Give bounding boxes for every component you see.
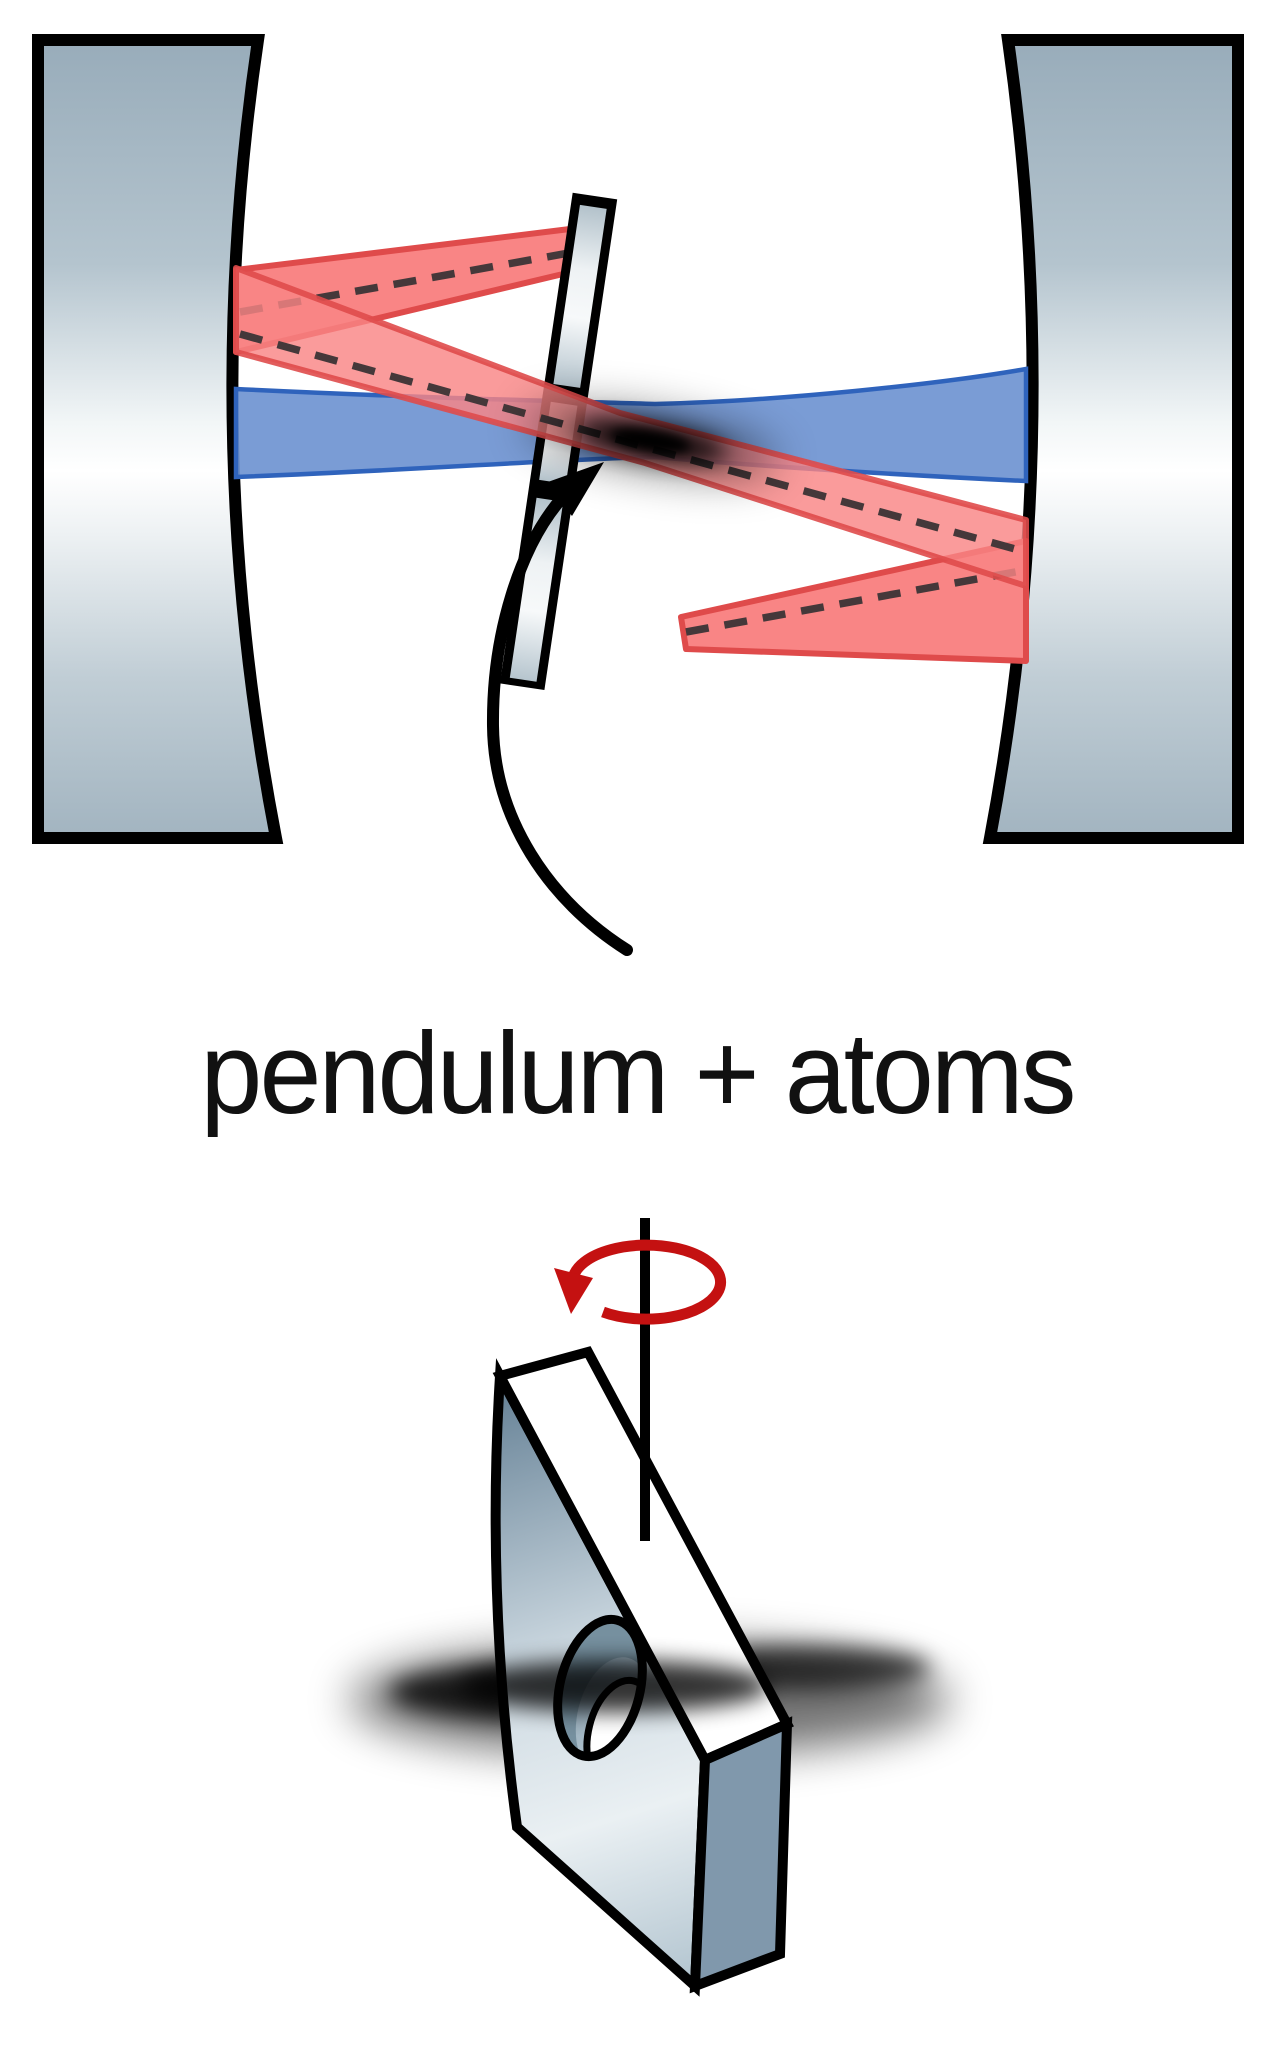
atom-cloud-smudge	[528, 408, 776, 476]
dashed-axis-crossing	[238, 330, 1027, 556]
membrane-segment-top	[553, 204, 607, 388]
membrane-segment-bottom	[509, 497, 564, 682]
caption-arrow-shaft	[486, 492, 633, 956]
rotation-arrow-arc	[567, 1239, 727, 1325]
caption-arrow	[486, 462, 633, 956]
rotation-arrow	[554, 1239, 727, 1325]
plate-side-face	[689, 1716, 793, 1994]
cavity-panel	[32, 34, 1244, 956]
plate-shadow-streak	[460, 1660, 770, 1712]
rotation-arrowhead	[554, 1268, 593, 1314]
right-cavity-mirror	[982, 34, 1244, 844]
left-cavity-mirror	[32, 34, 284, 844]
caption-arrowhead	[545, 462, 604, 516]
dashed-axis-lower-right	[685, 566, 1027, 636]
torsion-pendulum-panel	[350, 1218, 950, 1997]
figure-caption: pendulum + atoms	[200, 1008, 1076, 1138]
